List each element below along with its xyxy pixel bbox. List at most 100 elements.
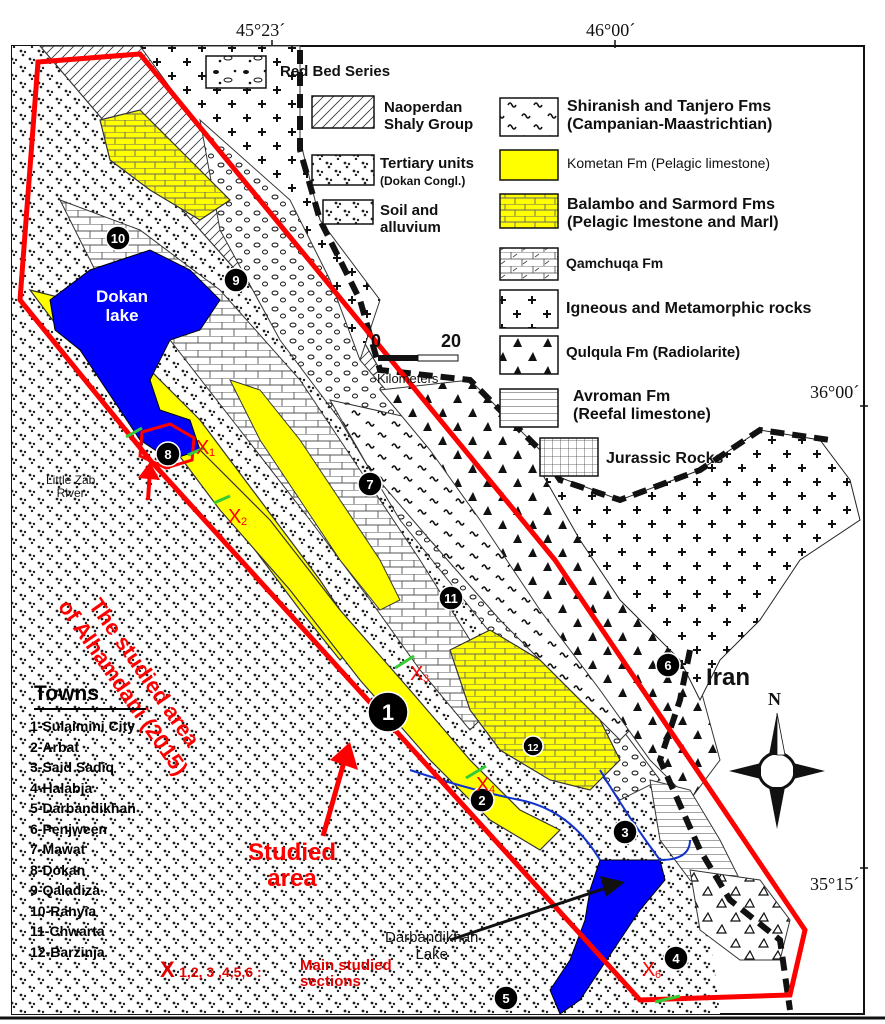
lat-label-2: 35°15´ bbox=[810, 874, 860, 894]
town-marker-circle bbox=[357, 471, 383, 497]
town-list-item: 6-Penjween bbox=[30, 820, 108, 837]
section-marker-number: 1 bbox=[209, 447, 215, 459]
town-marker-circle bbox=[663, 945, 689, 971]
town-marker-number: 7 bbox=[366, 477, 373, 492]
legend-swatch-qamchuqa bbox=[499, 247, 559, 281]
towns-list: 1-Sulaimini City 2-Arbat 3-Said Sadiq 4-Hal… bbox=[30, 716, 146, 962]
legend-swatch-kometan bbox=[499, 149, 559, 181]
section-marker-x: X bbox=[196, 437, 209, 459]
town-list-item: 12-Barzinja bbox=[30, 943, 105, 960]
town-list-item: 9-Qaladiza bbox=[30, 882, 101, 898]
town-marker-circle bbox=[105, 225, 131, 251]
town-marker-number: 1 bbox=[382, 700, 394, 725]
section-marker-x: X bbox=[476, 774, 489, 796]
legend-swatch-red-bed bbox=[205, 55, 267, 89]
town-list-item: 5-Darbandikhan bbox=[30, 800, 136, 816]
legend-swatch-shiranish bbox=[499, 97, 559, 137]
section-marker-number: 4 bbox=[489, 784, 495, 796]
legend-swatches bbox=[205, 55, 599, 477]
legend-swatch-tertiary bbox=[311, 154, 375, 186]
town-list-item: 10-Ranyia bbox=[30, 902, 97, 919]
scale-zero: 0 bbox=[371, 331, 382, 351]
studied-arrow bbox=[320, 754, 349, 837]
lon-label-2: 46°00´ bbox=[586, 20, 636, 40]
river-1 bbox=[409, 769, 601, 861]
balambo-north bbox=[99, 109, 231, 221]
kometan-strip-3 bbox=[229, 379, 401, 611]
town-marker-circle bbox=[438, 585, 464, 611]
town-list-item: 8-Dokan bbox=[30, 861, 86, 878]
town-marker-number: 12 bbox=[527, 743, 539, 754]
section-marker-x: X bbox=[228, 506, 241, 528]
scale-unit: Kilometers bbox=[377, 371, 439, 386]
town-list-item: 7-Mawat bbox=[30, 841, 86, 857]
legend-label-kometan: Kometan Fm (Pelagic limestone) bbox=[567, 155, 771, 171]
town-list-item: 3-Said Sadiq bbox=[30, 759, 115, 775]
scale-bar bbox=[378, 354, 459, 362]
town-marker-circle bbox=[469, 787, 495, 813]
legend-swatch-igneous bbox=[499, 289, 559, 329]
legend-swatch-soil bbox=[322, 199, 374, 225]
town-marker-circle bbox=[655, 652, 681, 678]
legend-swatch-balambo bbox=[499, 193, 559, 229]
alhamdani-area-outline bbox=[138, 422, 196, 470]
town-list-item: 4-Halabja bbox=[30, 779, 93, 796]
town-marker-number: 9 bbox=[232, 273, 239, 288]
town-list-item: 2-Arbat bbox=[30, 738, 80, 755]
darbandikhan-arrow bbox=[449, 883, 616, 942]
north-label: N bbox=[768, 689, 781, 709]
legend-label-avroman: Avroman Fm(Reefal limestone) bbox=[573, 388, 711, 423]
town-marker-circle bbox=[155, 441, 181, 467]
town-marker-circle bbox=[522, 735, 544, 757]
legend-label-balambo: Balambo and Sarmord Fms(Pelagic lmestone… bbox=[567, 196, 779, 231]
town-marker-number: 11 bbox=[444, 591, 458, 606]
section-marker-x: X bbox=[642, 959, 655, 981]
legend-label-shiranish: Shiranish and Tanjero Fms(Campanian-Maas… bbox=[567, 98, 773, 133]
town-marker-number: 10 bbox=[111, 231, 125, 246]
dokan-lake bbox=[49, 249, 221, 461]
river-2 bbox=[599, 769, 691, 862]
legend-label-igneous: Igneous and Metamorphic rocks bbox=[566, 300, 812, 317]
town-marker-circle bbox=[493, 985, 519, 1011]
town-marker-circle bbox=[223, 267, 249, 293]
town-marker-circle bbox=[367, 691, 409, 733]
legend-swatch-jurassic bbox=[539, 437, 599, 477]
legend-swatch-naoperdan bbox=[311, 95, 375, 129]
town-list-item: 1-Sulaimini City bbox=[30, 718, 136, 734]
lat-label-1: 36°00´ bbox=[810, 382, 860, 402]
legend-label-tertiary: Tertiary units(Dokan Congl.) bbox=[380, 155, 474, 188]
studied-area-polygon bbox=[17, 51, 808, 1003]
section-marker-number: 2 bbox=[241, 516, 247, 528]
iran-border bbox=[297, 50, 831, 1011]
town-marker-circle bbox=[612, 819, 638, 845]
legend-label-red-bed: Red Bed Series bbox=[280, 63, 391, 80]
iran-label: Iran bbox=[706, 664, 751, 691]
darbandikhan-lake bbox=[549, 859, 666, 1015]
town-marker-number: 3 bbox=[621, 825, 628, 840]
towns-legend: Towns 1-Sulaimini City 2-Arbat 3-Said Sadi… bbox=[30, 682, 146, 962]
towns-title: Towns bbox=[34, 682, 146, 710]
town-marker-number: 6 bbox=[664, 658, 671, 673]
north-arrow-icon bbox=[729, 712, 825, 829]
legend-label-qamchuqa: Qamchuqa Fm bbox=[566, 255, 664, 271]
town-marker-number: 4 bbox=[672, 951, 680, 966]
scale-twenty: 20 bbox=[441, 331, 462, 351]
town-marker-number: 2 bbox=[478, 793, 485, 808]
legend-swatch-avroman bbox=[499, 388, 559, 428]
section-marker-number: 3 bbox=[423, 673, 429, 685]
section-marker-x: X bbox=[410, 663, 423, 685]
legend-label-qulqula: Qulqula Fm (Radiolarite) bbox=[566, 344, 741, 361]
section-marker-number: 6 bbox=[655, 969, 661, 981]
town-marker-number: 8 bbox=[164, 447, 171, 462]
legend-label-jurassic: Jurassic Rocks bbox=[606, 450, 724, 467]
lon-label-1: 45°23´ bbox=[236, 20, 286, 40]
